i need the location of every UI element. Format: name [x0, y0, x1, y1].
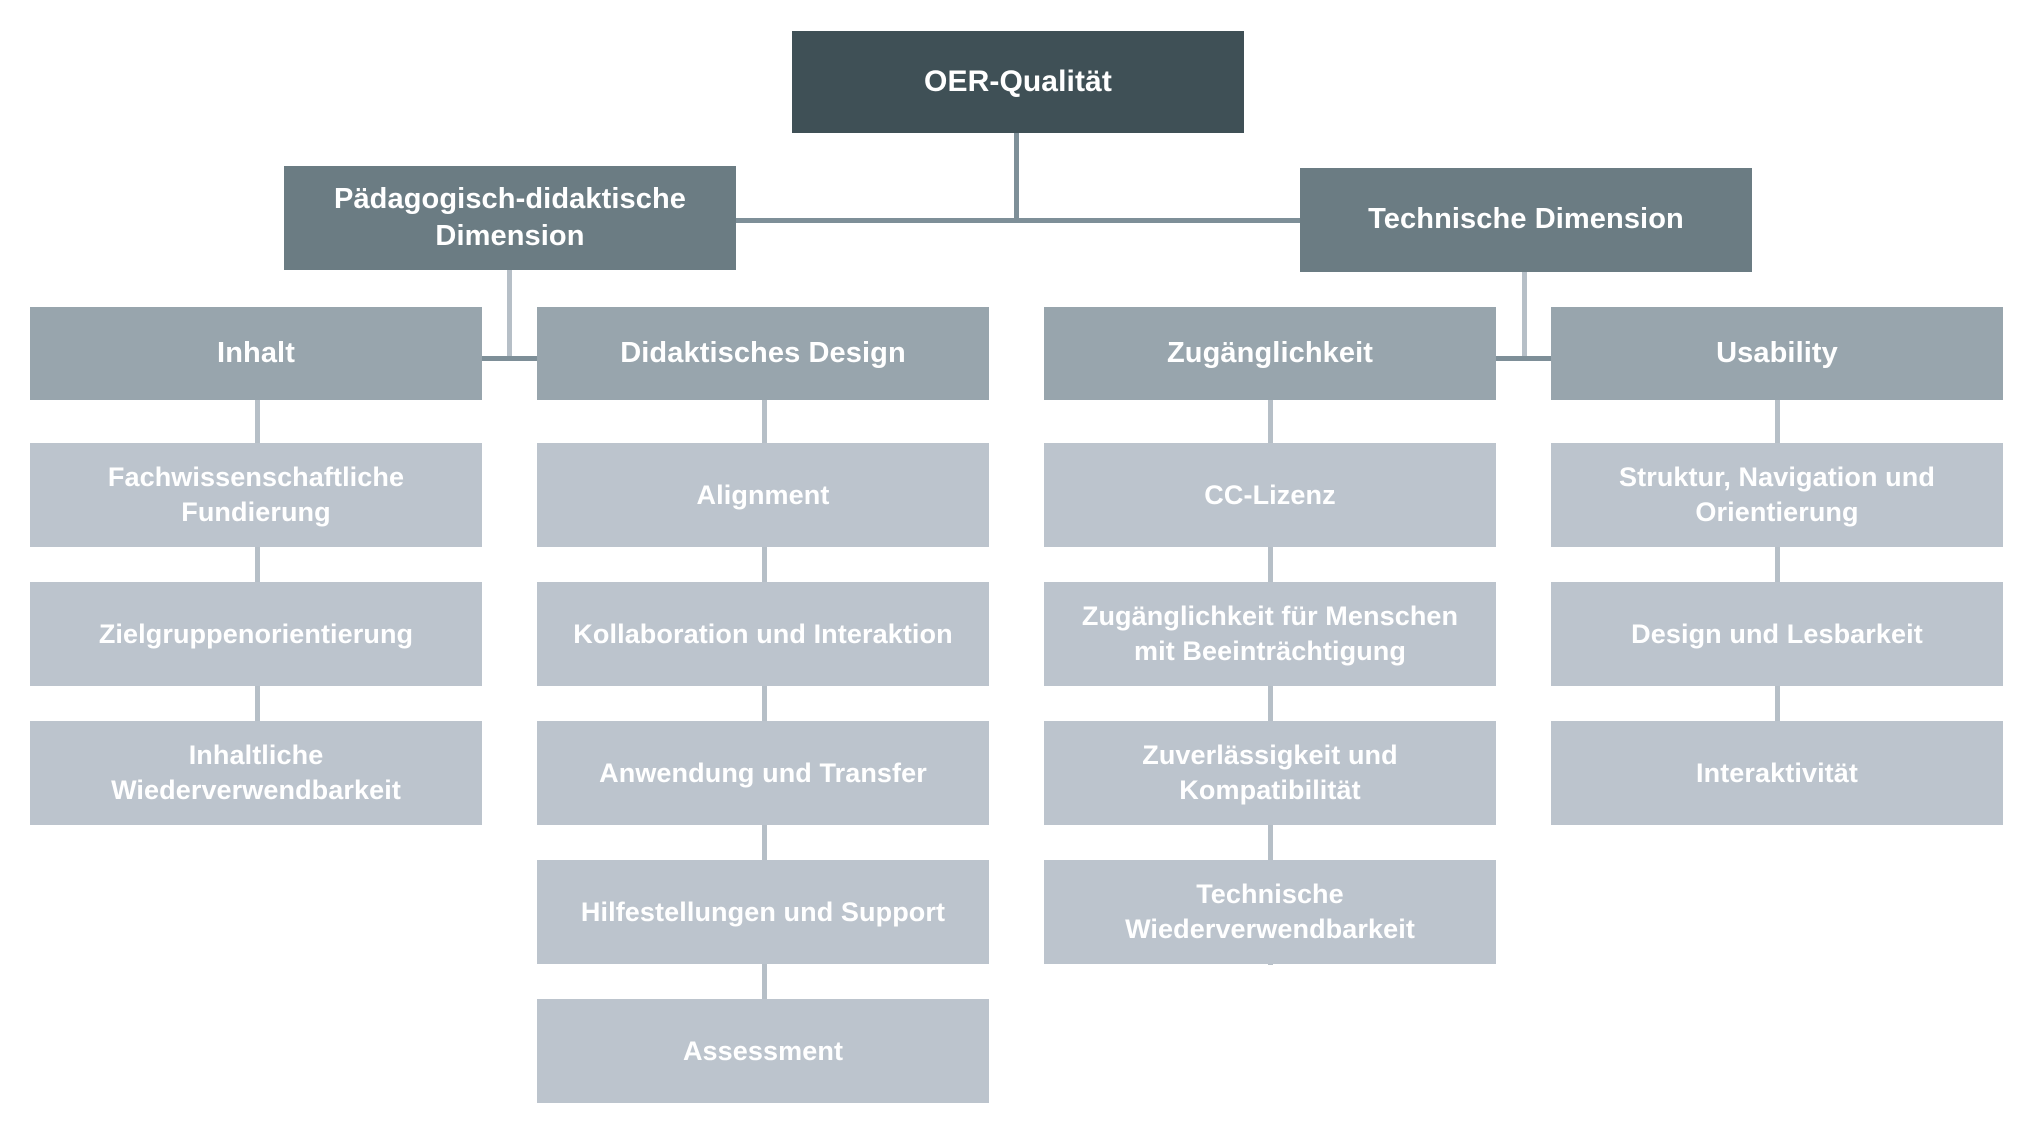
node-label: Technische Dimension: [1368, 203, 1684, 236]
node-criterion-anwendung-und-transfer[interactable]: Anwendung und Transfer: [537, 721, 989, 825]
node-label: Usability: [1716, 336, 1838, 369]
node-criterion-design-und-lesbarkeit[interactable]: Design und Lesbarkeit: [1551, 582, 2003, 686]
node-criterion-zielgruppenorientierung[interactable]: Zielgruppenorientierung: [30, 582, 482, 686]
node-label: OER-Qualität: [924, 64, 1112, 98]
node-label: Fachwissenschaftliche Fundierung: [107, 462, 405, 527]
node-label: Hilfestellungen und Support: [580, 896, 946, 927]
node-category-usability[interactable]: Usability: [1551, 307, 2003, 400]
node-criterion-cc-lizenz[interactable]: CC-Lizenz: [1044, 443, 1496, 547]
node-category-didaktisches-design[interactable]: Didaktisches Design: [537, 307, 989, 400]
node-label: CC-Lizenz: [1204, 479, 1336, 510]
node-criterion-alignment[interactable]: Alignment: [537, 443, 989, 547]
node-criterion-kollaboration-und-interaktion[interactable]: Kollaboration und Interaktion: [537, 582, 989, 686]
node-label: Kollaboration und Interaktion: [573, 618, 953, 649]
node-root-oer-qualitaet[interactable]: OER-Qualität: [792, 31, 1244, 133]
node-criterion-hilfestellungen-und-support[interactable]: Hilfestellungen und Support: [537, 860, 989, 964]
node-label: Struktur, Navigation und Orientierung: [1619, 462, 1935, 527]
connector-root-stem: [1014, 133, 1019, 220]
node-label: Design und Lesbarkeit: [1631, 618, 1923, 649]
node-label: Didaktisches Design: [620, 336, 906, 369]
node-label: Zugänglichkeit für Menschen mit Beeinträ…: [1081, 601, 1459, 666]
node-label: Technische Wiederverwendbarkeit: [1125, 879, 1415, 944]
node-label: Assessment: [682, 1035, 844, 1066]
node-criterion-fachwissenschaftliche-fundierung[interactable]: Fachwissenschaftliche Fundierung: [30, 443, 482, 547]
node-label: Inhalt: [217, 336, 295, 369]
node-category-zugaenglichkeit[interactable]: Zugänglichkeit: [1044, 307, 1496, 400]
node-dimension-technisch[interactable]: Technische Dimension: [1300, 168, 1752, 272]
connector-right-category-rail: [1455, 356, 1595, 361]
node-criterion-zuverlaessigkeit-und-kompatibilitaet[interactable]: Zuverlässigkeit und Kompatibilität: [1044, 721, 1496, 825]
node-dimension-paedagogisch-didaktisch[interactable]: Pädagogisch-didaktische Dimension: [284, 166, 736, 270]
node-criterion-zugaenglichkeit-beeintraechtigung[interactable]: Zugänglichkeit für Menschen mit Beeinträ…: [1044, 582, 1496, 686]
node-criterion-inhaltliche-wiederverwendbarkeit[interactable]: Inhaltliche Wiederverwendbarkeit: [30, 721, 482, 825]
node-label: Interaktivität: [1696, 757, 1858, 788]
node-criterion-struktur-navigation-orientierung[interactable]: Struktur, Navigation und Orientierung: [1551, 443, 2003, 547]
node-label: Anwendung und Transfer: [599, 757, 927, 788]
node-criterion-technische-wiederverwendbarkeit[interactable]: Technische Wiederverwendbarkeit: [1044, 860, 1496, 964]
connector-dimension-rail: [735, 218, 1303, 223]
node-criterion-assessment[interactable]: Assessment: [537, 999, 989, 1103]
node-label: Zuverlässigkeit und Kompatibilität: [1142, 740, 1398, 805]
node-category-inhalt[interactable]: Inhalt: [30, 307, 482, 400]
connector-left-dimension-stem: [507, 270, 512, 360]
node-label: Inhaltliche Wiederverwendbarkeit: [111, 740, 401, 805]
node-label: Alignment: [696, 479, 830, 510]
connector-right-dimension-stem: [1522, 272, 1527, 360]
connector-left-category-rail: [440, 356, 580, 361]
node-label: Zielgruppenorientierung: [98, 618, 414, 649]
node-label: Zugänglichkeit: [1166, 336, 1374, 369]
node-label: Pädagogisch-didaktische Dimension: [334, 182, 686, 252]
node-criterion-interaktivitaet[interactable]: Interaktivität: [1551, 721, 2003, 825]
